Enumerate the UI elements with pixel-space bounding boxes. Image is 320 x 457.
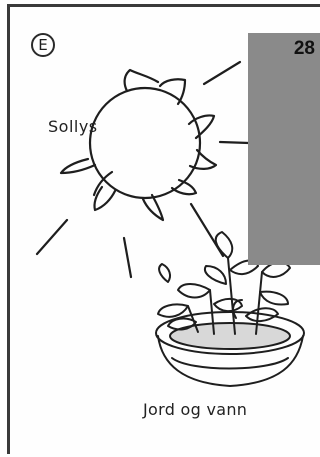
sunlight-label: Sollys bbox=[48, 117, 98, 136]
page-number: 28 bbox=[294, 38, 315, 60]
soil-water-label: Jord og vann bbox=[143, 400, 247, 419]
pot bbox=[156, 312, 304, 386]
page-number-overlay: 28 bbox=[248, 33, 320, 265]
